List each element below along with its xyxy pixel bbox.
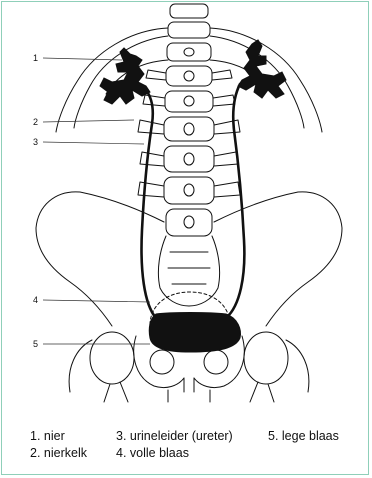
kidney-right xyxy=(238,40,286,98)
callout-2: 2 xyxy=(33,117,38,127)
pelvis xyxy=(36,192,342,402)
legend-item-lege-blaas: 5. lege blaas xyxy=(268,428,339,445)
legend-item-nier: 1. nier xyxy=(30,428,116,445)
callout-1: 1 xyxy=(33,53,38,63)
ureters xyxy=(142,84,245,318)
rib-left-1 xyxy=(56,28,168,132)
callout-4: 4 xyxy=(33,295,38,305)
legend-item-nierkelk: 2. nierkelk xyxy=(30,445,116,462)
callout-5: 5 xyxy=(33,339,38,349)
empty-bladder xyxy=(149,313,240,353)
callout-lines xyxy=(43,58,150,344)
legend-item-urineleider: 3. urineleider (ureter) xyxy=(116,428,268,445)
kidney-left xyxy=(100,48,150,104)
legend-item-volle-blaas: 4. volle blaas xyxy=(116,445,189,462)
callout-3: 3 xyxy=(33,137,38,147)
